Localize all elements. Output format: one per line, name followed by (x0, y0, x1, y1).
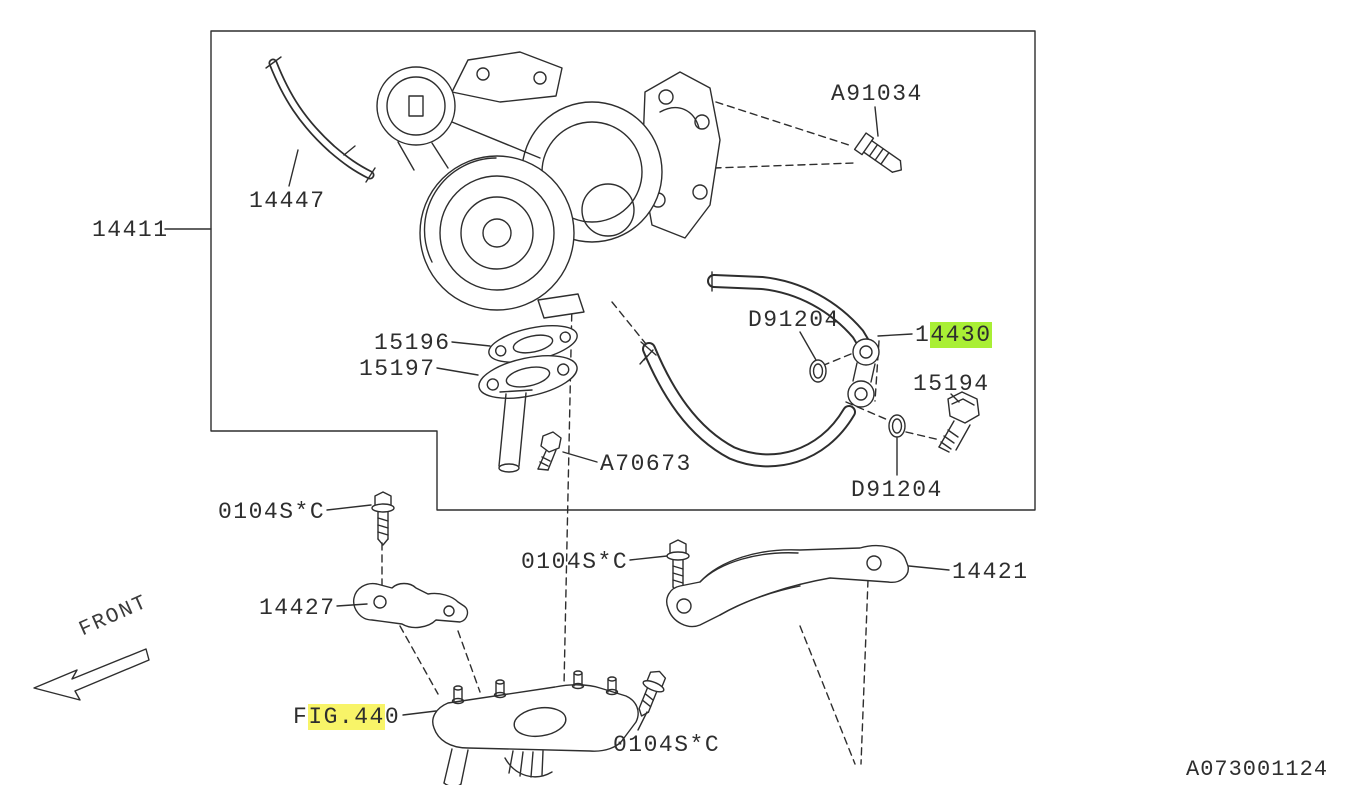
drawing-number: A073001124 (1186, 757, 1329, 782)
part-label-14427[interactable]: 14427 (259, 595, 336, 621)
bolt-a70673-drawing (537, 431, 562, 471)
coolant-pipe-14447-drawing (265, 56, 376, 183)
part-label-14430-prefix: 1 (915, 322, 931, 348)
part-label-0104sc-2[interactable]: 0104S*C (521, 549, 629, 575)
yellow-highlight: IG.44 (308, 704, 385, 730)
part-label-14411[interactable]: 14411 (92, 217, 169, 243)
part-label-15196[interactable]: 15196 (374, 330, 451, 356)
bolt-a91034-drawing (853, 132, 902, 173)
flange-plate-fig440-drawing (432, 670, 639, 785)
part-label-15194[interactable]: 15194 (913, 371, 990, 397)
part-label-a91034[interactable]: A91034 (831, 81, 923, 107)
fig440-suffix: 0 (384, 704, 401, 730)
part-label-14430[interactable]: 14430 (915, 322, 992, 348)
bracket-14421-drawing (666, 544, 909, 628)
part-label-d91204-upper[interactable]: D91204 (748, 307, 840, 333)
bolt-15194-drawing (938, 391, 980, 453)
part-label-0104sc-3[interactable]: 0104S*C (613, 732, 721, 758)
part-label-a70673[interactable]: A70673 (600, 451, 692, 477)
part-label-14421[interactable]: 14421 (952, 559, 1029, 585)
oil-drain-tube-drawing (498, 389, 533, 473)
part-label-d91204-lower[interactable]: D91204 (851, 477, 943, 503)
gaskets-drawing (478, 325, 578, 399)
part-label-14447[interactable]: 14447 (249, 188, 326, 214)
front-arrow-icon (33, 648, 150, 701)
leader-lines (164, 106, 960, 731)
part-label-0104sc-1[interactable]: 0104S*C (218, 499, 326, 525)
fig440-prefix: F (293, 704, 309, 730)
bracket-14427-drawing (353, 582, 469, 629)
oring-d91204-drawings (809, 359, 906, 438)
figure-reference-fig440[interactable]: FIG.440 (293, 704, 400, 730)
part-label-15197[interactable]: 15197 (359, 356, 436, 382)
oil-pipe-14430-drawing (639, 271, 880, 468)
flange-bolts-0104sc-drawing (371, 491, 690, 717)
green-highlight: 4430 (930, 322, 992, 348)
boundary-box (210, 30, 1036, 511)
turbocharger-drawing (376, 51, 721, 319)
